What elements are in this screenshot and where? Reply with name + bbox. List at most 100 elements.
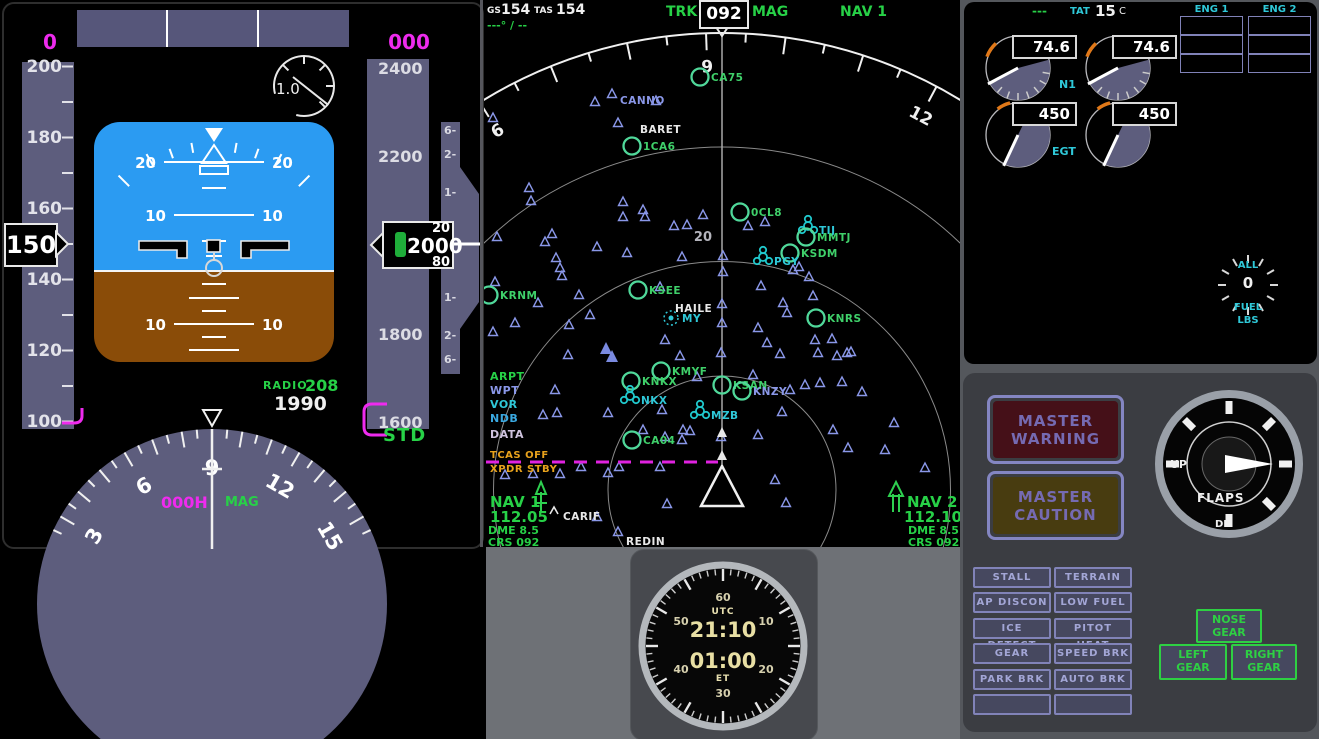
intersection-triangle-icon	[591, 240, 603, 252]
intersection-triangle-icon	[780, 496, 792, 508]
intersection-triangle-icon	[776, 405, 788, 417]
eng2-status-box	[1248, 16, 1311, 35]
intersection-triangle-icon	[845, 345, 857, 357]
svg-text:9: 9	[701, 57, 714, 77]
annunciator-ice-detect[interactable]: ICE DETECT	[973, 618, 1051, 651]
flaps-gauge	[1155, 390, 1303, 538]
intersection-triangle-icon	[717, 265, 729, 277]
speed-tape-label: 160	[26, 199, 63, 219]
intersection-triangle-icon	[489, 275, 501, 287]
clock-dial-number: 60	[715, 591, 731, 604]
intersection-triangle-icon	[831, 349, 843, 361]
intersection-triangle-icon	[715, 346, 727, 358]
intersection-triangle-icon	[537, 408, 549, 420]
elapsed-time: 01:00	[689, 649, 757, 673]
intersection-triangle-icon	[584, 308, 596, 320]
tas-label: TAS	[534, 6, 553, 16]
annunciator-speed-brk[interactable]: SPEED BRK	[1054, 643, 1132, 664]
vsi-label: 1-	[444, 291, 457, 304]
vertical-speed-indicator	[441, 122, 483, 374]
intersection-triangle-icon	[659, 333, 671, 345]
fix-icon	[549, 505, 559, 515]
intersection-triangle-icon	[549, 383, 561, 395]
annunciator-blank[interactable]	[973, 694, 1051, 715]
intersection-triangle-icon	[769, 473, 781, 485]
annunciator-park-brk[interactable]: PARK BRK	[973, 669, 1051, 690]
intersection-triangle-icon	[774, 347, 786, 359]
intersection-triangle-icon	[546, 227, 558, 239]
egt-label: EGT	[1052, 145, 1076, 158]
xpdr-status: XPDR STBY	[490, 464, 558, 475]
annunciator-auto-brk[interactable]: AUTO BRK	[1054, 669, 1132, 690]
master-warning-button[interactable]: MASTER WARNING	[987, 395, 1124, 464]
n1-label: N1	[1059, 78, 1076, 91]
waypoint-label: CANNO	[620, 95, 665, 107]
tcas-status: TCAS OFF	[490, 450, 549, 461]
master-caution-label: MASTER CAUTION	[993, 477, 1118, 534]
intersection-triangle-icon	[681, 218, 693, 230]
waypoint-label: MZB	[711, 410, 739, 422]
eng1-status-box	[1180, 16, 1243, 35]
mag-ref-label: MAG	[752, 4, 789, 20]
waypoint-label: KSEE	[649, 285, 681, 297]
intersection-triangle-icon	[841, 346, 853, 358]
nav2-crs: CRS 092	[908, 536, 960, 547]
annunciator-blank[interactable]	[1054, 694, 1132, 715]
legend-wpt: WPT	[490, 384, 520, 397]
waypoint-label: HAILE	[675, 303, 712, 315]
eng2-status-box	[1248, 35, 1311, 54]
annunciator-stall[interactable]: STALL	[973, 567, 1051, 588]
alt-tape-label: 1800	[378, 325, 423, 344]
waypoint-label: REDIN	[626, 536, 665, 547]
track-arrow-icon	[717, 427, 727, 437]
nav2-pointer-icon	[887, 479, 905, 512]
annunciator-pitot-heat[interactable]: PITOT HEAT	[1054, 618, 1132, 651]
vsi-label: 6-	[444, 124, 457, 137]
intersection-triangle-icon	[612, 116, 624, 128]
altitude-small-bottom: 80	[432, 255, 451, 270]
fuel-units-line1: FUEL	[1233, 302, 1263, 313]
airport-icon	[484, 285, 499, 305]
svg-text:20: 20	[135, 154, 156, 172]
intersection-triangle-icon	[684, 424, 696, 436]
nav2-freq: 112.10	[904, 508, 960, 526]
alt-tape-label: 2400	[378, 59, 423, 78]
alt-tape-label: 1600	[378, 413, 423, 432]
waypoint-label: MY	[682, 313, 701, 325]
airport-icon	[780, 243, 800, 263]
fma-bar	[77, 10, 349, 47]
clock-dial-number: 50	[673, 615, 689, 628]
legend-data: DATA	[490, 428, 524, 441]
tas-value: 154	[556, 2, 586, 18]
intersection-triangle-icon	[761, 336, 773, 348]
waypoint-label: PGY	[774, 256, 799, 268]
master-caution-button[interactable]: MASTER CAUTION	[987, 471, 1124, 540]
airport-icon	[651, 361, 671, 381]
annunciator-ap-discon[interactable]: AP DISCON	[973, 592, 1051, 613]
intersection-triangle-icon	[527, 467, 539, 479]
ownship-icon	[698, 463, 746, 508]
intersection-triangle-icon	[602, 406, 614, 418]
annunciator-low-fuel[interactable]: LOW FUEL	[1054, 592, 1132, 613]
tat-unit: C	[1119, 6, 1126, 17]
intersection-triangle-icon	[525, 194, 537, 206]
intersection-triangle-icon	[656, 403, 668, 415]
nav1-crs: CRS 092	[488, 536, 540, 547]
intersection-triangle-icon	[809, 333, 821, 345]
nav1-freq: 112.05	[490, 508, 548, 526]
egt-right-value: 450	[1112, 102, 1177, 126]
annunciator-panel: MASTER WARNING MASTER CAUTION UP FLAPS D…	[963, 373, 1317, 732]
intersection-triangle-icon	[639, 210, 651, 222]
intersection-triangle-icon	[563, 318, 575, 330]
speed-tape-label: 140	[26, 270, 63, 290]
intersection-triangle-icon	[697, 208, 709, 220]
annunciator-gear[interactable]: GEAR	[973, 643, 1051, 664]
eng2-status-box	[1248, 54, 1311, 73]
annunciator-terrain[interactable]: TERRAIN	[1054, 567, 1132, 588]
selected-speed: 0	[43, 30, 57, 54]
intersection-triangle-icon	[554, 467, 566, 479]
